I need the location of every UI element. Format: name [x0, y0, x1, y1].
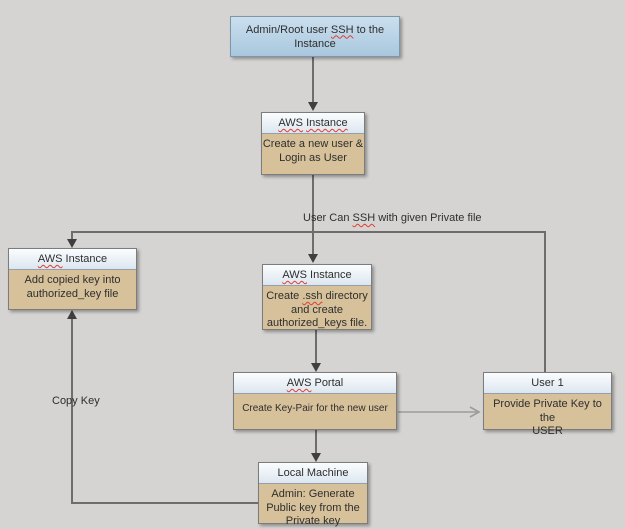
edge-label-ssh-private-file: User Can SSH with given Private file — [303, 212, 482, 224]
arrowhead-portal-to-local — [311, 453, 321, 462]
edge-label-copy-key: Copy Key — [52, 395, 100, 407]
arrowhead-local-to-addkey — [67, 310, 77, 319]
node-instance-login-header: AWS Instance — [262, 113, 364, 134]
edge-user1-to-addkey — [71, 231, 546, 372]
arrowhead-login-to-ssh — [308, 254, 318, 263]
node-instance-login-body: Create a new user &Login as User — [262, 134, 364, 174]
arrowhead-portal-to-user1 — [469, 406, 481, 418]
arrowhead-user1-to-addkey — [67, 239, 77, 248]
node-instance-ssh-dir-header: AWS Instance — [263, 265, 371, 286]
node-instance-addkey-header: AWS Instance — [9, 249, 136, 270]
arrowhead-start-to-instance-login — [308, 102, 318, 111]
node-aws-portal: AWS Portal Create Key-Pair for the new u… — [233, 372, 397, 430]
node-aws-portal-body: Create Key-Pair for the new user — [234, 394, 396, 429]
edge-local-to-addkey — [71, 319, 258, 504]
node-aws-portal-header: AWS Portal — [234, 373, 396, 394]
node-local-machine-header: Local Machine — [259, 463, 367, 484]
arrowhead-ssh-to-portal — [311, 363, 321, 372]
node-instance-login: AWS Instance Create a new user &Login as… — [261, 112, 365, 175]
node-user1-header: User 1 — [484, 373, 611, 394]
